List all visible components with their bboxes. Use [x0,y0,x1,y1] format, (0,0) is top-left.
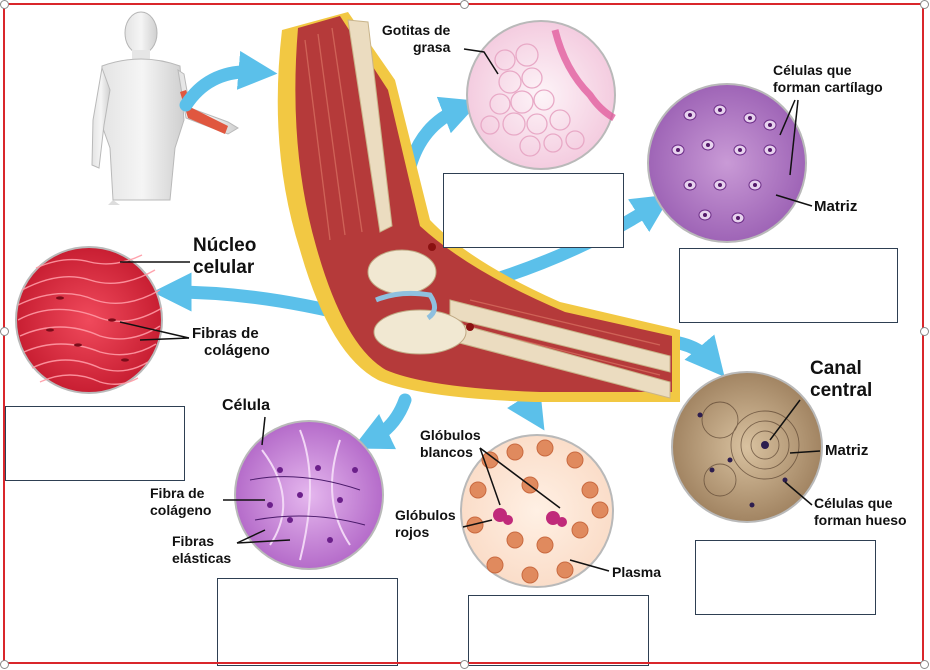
adipose-tissue-micrograph [466,20,616,170]
resize-handle-bottom-right[interactable] [920,660,929,669]
selection-frame [3,3,924,664]
answer-box-bone[interactable] [695,540,876,615]
leader-lines [119,48,821,572]
blood-micrograph [460,434,614,588]
answer-box-adipose[interactable] [443,173,624,248]
bone-micrograph [671,371,823,523]
label-celula: Célula [222,397,271,414]
loose-connective-tissue-micrograph [234,420,384,570]
resize-handle-left[interactable] [0,327,9,336]
resize-handle-bottom[interactable] [460,660,469,669]
label-plasma: Plasma [612,564,662,580]
answer-box-cartilage[interactable] [679,248,898,323]
resize-handle-bottom-left[interactable] [0,660,9,669]
resize-handle-top-left[interactable] [0,0,9,9]
resize-handle-top-right[interactable] [920,0,929,9]
resize-handle-top[interactable] [460,0,469,9]
label-matriz-cartilago: Matriz [814,198,858,215]
answer-box-blood[interactable] [468,595,649,666]
resize-handle-right[interactable] [920,327,929,336]
elbow-cross-section [277,12,680,402]
human-body-icon [91,11,239,205]
label-matriz-hueso: Matriz [825,442,869,459]
cartilage-micrograph [647,83,807,243]
dense-connective-tissue-micrograph [15,246,163,394]
answer-box-dense-connective[interactable] [5,406,185,481]
answer-box-loose-connective[interactable] [217,578,398,666]
